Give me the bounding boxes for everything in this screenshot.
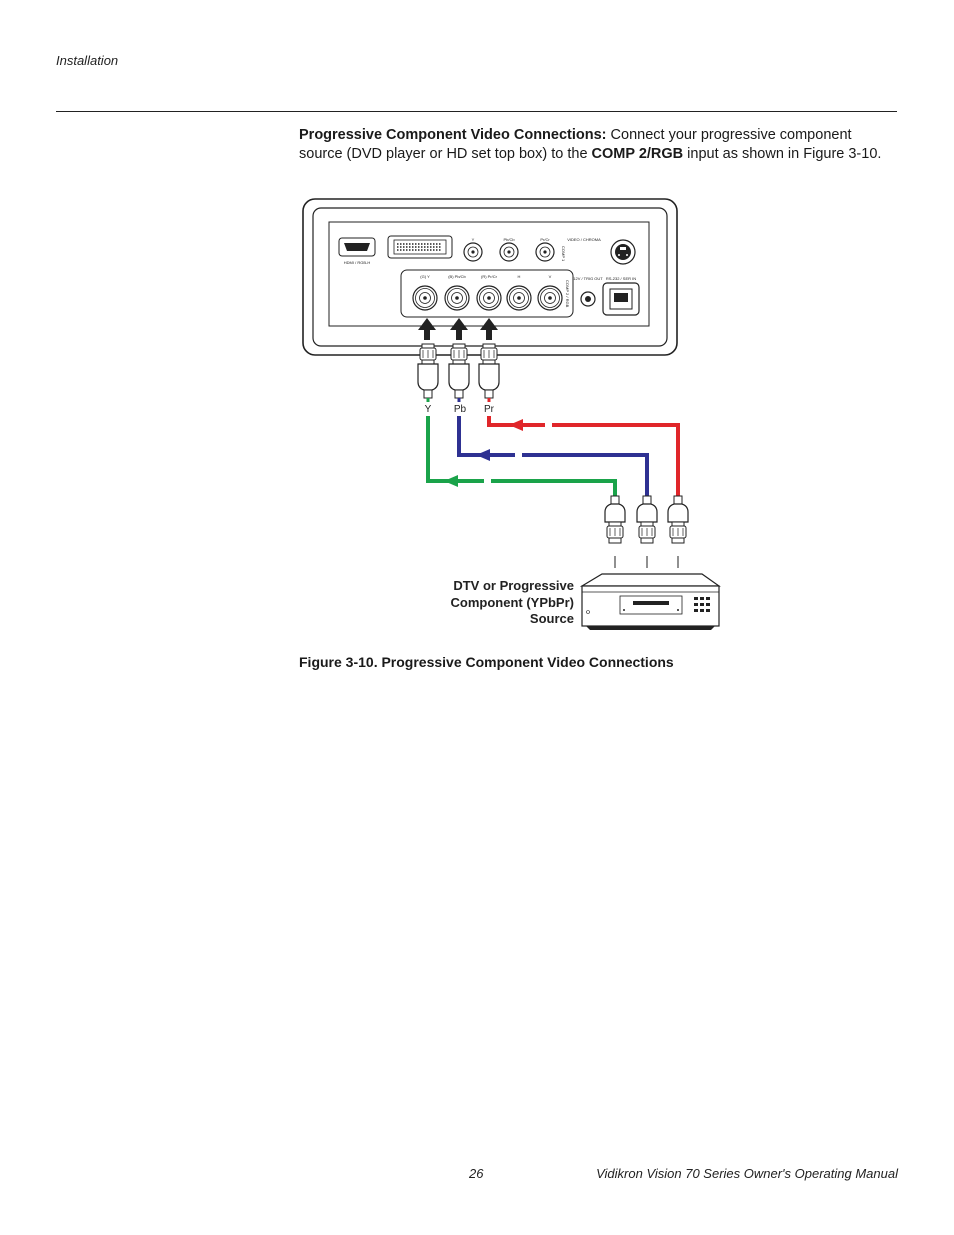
bnc-v-label: V [549,274,552,279]
comp2-side-label: COMP 2 / RGB [565,280,570,308]
source-label-line-2: Component (YPbPr) [451,595,575,610]
trigger-port: 12V / TRIG OUT [573,276,603,307]
comp1-ports: Y Pb/Cb Pr/Cr COMP 1 [463,237,566,262]
cable-label-y: Y [425,404,432,415]
projector-end-plugs [417,343,500,399]
source-pb-plug [636,495,658,544]
bnc-v-jack [537,285,563,311]
comp1-pr-jack [535,242,555,262]
rs232-port: RS-232 / SER IN [602,276,640,316]
paragraph-lead: Progressive Component Video Connections: [299,127,607,143]
figure-caption: Figure 3-10. Progressive Component Video… [299,654,674,670]
comp1-pb-jack [499,242,519,262]
source-pr-plug [667,495,689,544]
bnc-r-label: (R) Pr/Cr [481,274,498,279]
insert-arrows [418,318,498,340]
comp2-rgb-ports: (G) Y (B) Pb/Cb (R) Pr/Cr H V COMP 2 / R… [400,269,574,318]
comp1-pb-label: Pb/Cb [503,237,515,242]
bnc-h-label: H [518,274,521,279]
body-paragraph: Progressive Component Video Connections:… [299,126,899,164]
comp1-side-label: COMP 1 [561,246,566,262]
page-number: 26 [469,1166,484,1181]
cable-label-pb: Pb [454,404,467,415]
paragraph-text-1: Connect your progressive component sourc… [299,127,852,162]
input-name: COMP 2/RGB [591,146,684,162]
cable-label-pr: Pr [484,404,495,415]
bnc-g-label: (G) Y [420,274,430,279]
bnc-b-label: (B) Pb/Cb [448,274,466,279]
source-device [579,573,721,630]
y-plug [417,343,439,399]
video-port: VIDEO / CHROMA [567,237,636,265]
video-label: VIDEO / CHROMA [567,237,601,242]
connection-diagram: HDMI / RGB-H Y Pb/Cb Pr/Cr COMP 1 VIDEO … [302,198,721,630]
manual-title: Vidikron Vision 70 Series Owner's Operat… [596,1166,898,1181]
comp1-y-label: Y [472,237,475,242]
pb-cable [457,416,649,498]
header-rule [56,111,897,112]
bnc-b-jack [444,285,470,311]
comp1-y-jack [463,242,483,262]
paragraph-text-2: input as shown in Figure 3-10. [683,146,882,162]
projector-rear-panel: HDMI / RGB-H Y Pb/Cb Pr/Cr COMP 1 VIDEO … [302,198,678,356]
bnc-h-jack [506,285,532,311]
comp1-pr-label: Pr/Cr [540,237,550,242]
pr-plug [478,343,500,399]
hdmi-port: HDMI / RGB-H [338,237,376,265]
hdmi-label: HDMI / RGB-H [344,260,371,265]
source-label: DTV or Progressive Component (YPbPr) Sou… [451,578,575,626]
source-label-line-3: Source [530,611,574,626]
trigger-label: 12V / TRIG OUT [573,276,603,281]
header-section-title: Installation [56,53,119,68]
source-end-plugs [604,495,689,544]
dvi-port [387,235,453,259]
bnc-r-jack [476,285,502,311]
source-label-line-1: DTV or Progressive [453,578,574,593]
source-y-plug [604,495,626,544]
y-cable [426,416,617,498]
pr-cable [487,416,680,498]
rs232-label: RS-232 / SER IN [606,276,636,281]
pb-plug [448,343,470,399]
bnc-g-jack [412,285,438,311]
